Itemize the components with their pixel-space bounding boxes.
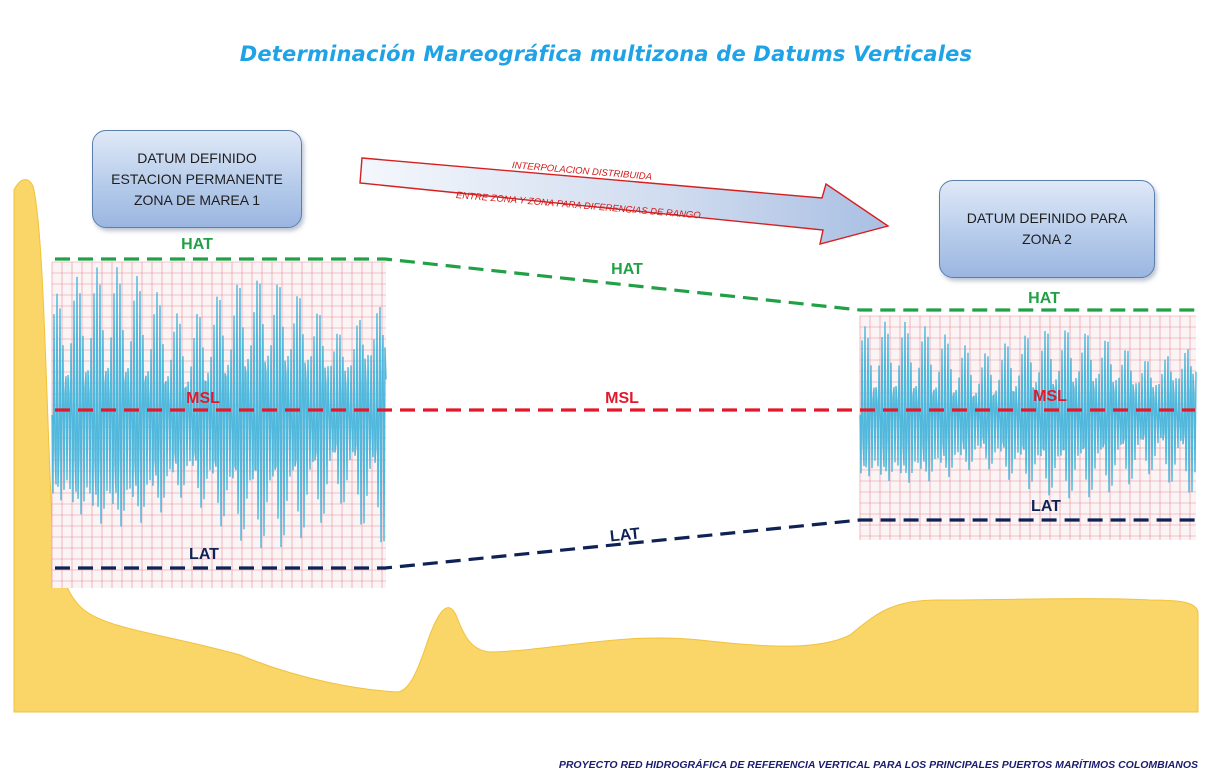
msl-label-zone-1: MSL: [186, 390, 220, 407]
seabed-profile: [13, 179, 1199, 713]
msl-label-zone-2: MSL: [1033, 388, 1067, 405]
lat-label-zone-2: LAT: [1031, 498, 1061, 515]
hat-label-zone-2: HAT: [1028, 290, 1060, 307]
footer-project-caption: PROYECTO RED HIDROGRÁFICA DE REFERENCIA …: [558, 759, 1198, 771]
lat-datum-line: [55, 518, 1195, 570]
lat-label-zone-1: LAT: [189, 546, 219, 563]
datum-box-zone-2-line-1: DATUM DEFINIDO PARA: [966, 210, 1128, 226]
tide-record-zone-2: [859, 315, 1197, 540]
hat-label-zone-1: HAT: [181, 236, 213, 253]
hat-datum-line: [55, 257, 1195, 312]
datum-box-zone-2-line-2: ZONA 2: [1022, 231, 1072, 247]
datum-box-zone-1: DATUM DEFINIDO ESTACION PERMANENTE ZONA …: [92, 130, 302, 228]
hat-label-middle: HAT: [611, 261, 643, 278]
interpolation-arrow: [359, 157, 890, 245]
tide-record-zone-1: [51, 261, 387, 588]
datum-box-zone-2: DATUM DEFINIDO PARA ZONA 2: [939, 180, 1155, 278]
lat-label-middle: LAT: [609, 525, 641, 546]
datum-box-zone-1-line-3: ZONA DE MAREA 1: [133, 191, 261, 208]
datum-box-zone-1-line-1: DATUM DEFINIDO: [137, 149, 257, 166]
msl-label-middle: MSL: [605, 390, 639, 407]
page-title: Determinación Mareográfica multizona de …: [239, 42, 973, 66]
datum-box-zone-1-line-2: ESTACION PERMANENTE: [111, 170, 283, 187]
